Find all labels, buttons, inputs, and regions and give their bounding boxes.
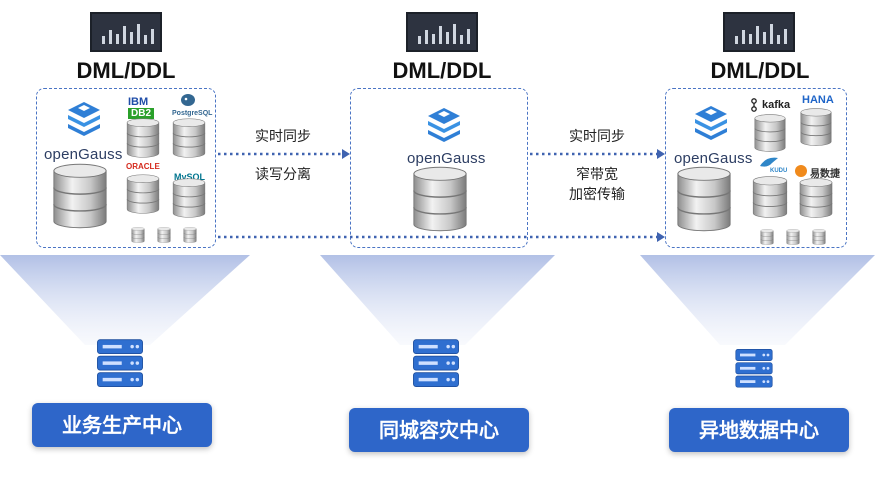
server-rack-icon xyxy=(94,338,146,390)
beam-middle xyxy=(320,255,555,345)
center-title: DML/DDL xyxy=(76,58,176,83)
server-rack-icon xyxy=(733,348,775,390)
monitor-dashboard-icon xyxy=(90,12,162,52)
center-title: DML/DDL xyxy=(710,58,810,83)
postgresql-logo: PostgreSQL xyxy=(172,110,213,117)
monitor-dashboard-icon xyxy=(723,12,795,52)
ibm-logo: IBM xyxy=(128,96,149,108)
center-label-dr: 同城容灾中心 xyxy=(349,408,529,452)
server-rack-icon xyxy=(410,338,462,390)
dr-db-cluster xyxy=(350,88,528,248)
link-label: 窄带宽 xyxy=(576,167,618,183)
link-label: 实时同步 xyxy=(569,129,625,145)
yishujie-logo: 易数捷 xyxy=(810,169,840,180)
kafka-logo: kafka xyxy=(762,99,791,111)
remote-db-cluster xyxy=(665,88,847,248)
beam-left xyxy=(0,255,250,345)
mysql-logo: MySQL xyxy=(174,172,206,182)
arrowhead xyxy=(657,149,665,159)
oracle-logo: ORACLE xyxy=(126,162,160,171)
arrowhead xyxy=(657,232,665,242)
center-title: DML/DDL xyxy=(392,58,492,83)
beam-right xyxy=(640,255,875,345)
db2-logo: DB2 xyxy=(128,108,155,119)
kudu-logo: KUDU xyxy=(770,168,788,174)
postgresql-elephant-icon xyxy=(181,94,195,106)
kafka-icon xyxy=(751,98,757,112)
kudu-antelope-icon xyxy=(760,157,778,167)
arrowhead xyxy=(342,149,350,159)
link-label: 加密传输 xyxy=(569,187,625,203)
opengauss-logo-text: openGauss xyxy=(407,150,486,167)
yishujie-icon xyxy=(795,165,807,177)
link-label: 实时同步 xyxy=(255,129,311,145)
link-label: 读写分离 xyxy=(255,167,311,183)
center-label-production: 业务生产中心 xyxy=(32,403,212,447)
production-db-cluster xyxy=(36,88,216,248)
opengauss-logo-text: openGauss xyxy=(674,150,753,167)
opengauss-logo-text: openGauss xyxy=(44,146,123,163)
center-label-remote: 异地数据中心 xyxy=(669,408,849,452)
monitor-dashboard-icon xyxy=(406,12,478,52)
hana-logo: HANA xyxy=(802,94,834,106)
